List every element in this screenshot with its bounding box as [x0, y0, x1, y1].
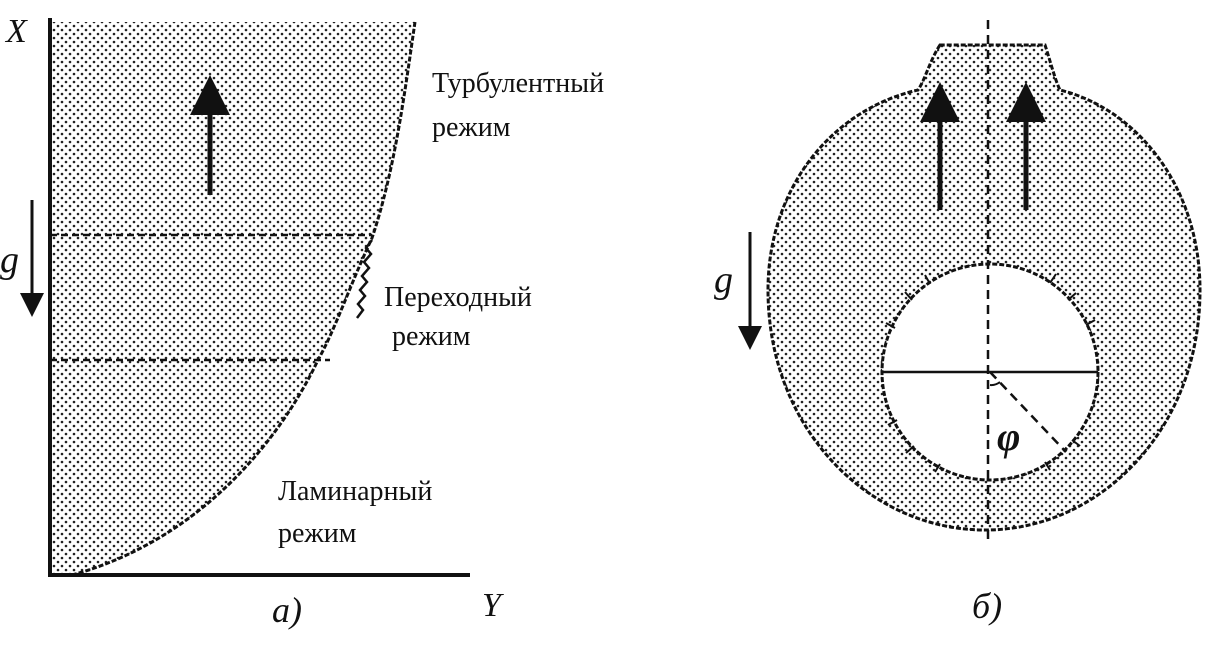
gravity-label-a: g: [0, 239, 19, 281]
boundary-layer-edge: [71, 21, 417, 577]
angle-arc: [989, 381, 1001, 387]
cylinder-hatching: [885, 273, 1096, 473]
laminar-label-1: Ламинарный: [278, 476, 432, 507]
transition-wave: [356, 239, 373, 319]
caption-a: а): [272, 590, 302, 630]
x-axis-label: X: [4, 13, 28, 50]
boundary-layer-region: [50, 22, 415, 575]
transitional-label-1: Переходный: [384, 282, 532, 313]
angle-label: φ: [997, 414, 1020, 459]
y-axis-label: Y: [482, 587, 504, 624]
transitional-label-2: режим: [392, 321, 471, 352]
panel-a: X Y g Турбулентный режим Переходный режи…: [0, 13, 604, 630]
angle-radius: [989, 371, 1067, 453]
panel-b: g φ б): [714, 20, 1202, 626]
gravity-label-b: g: [714, 259, 733, 301]
caption-b: б): [972, 586, 1002, 626]
turbulent-label-1: Турбулентный: [432, 68, 604, 99]
turbulent-label-2: режим: [432, 112, 511, 143]
laminar-label-2: режим: [278, 518, 357, 549]
